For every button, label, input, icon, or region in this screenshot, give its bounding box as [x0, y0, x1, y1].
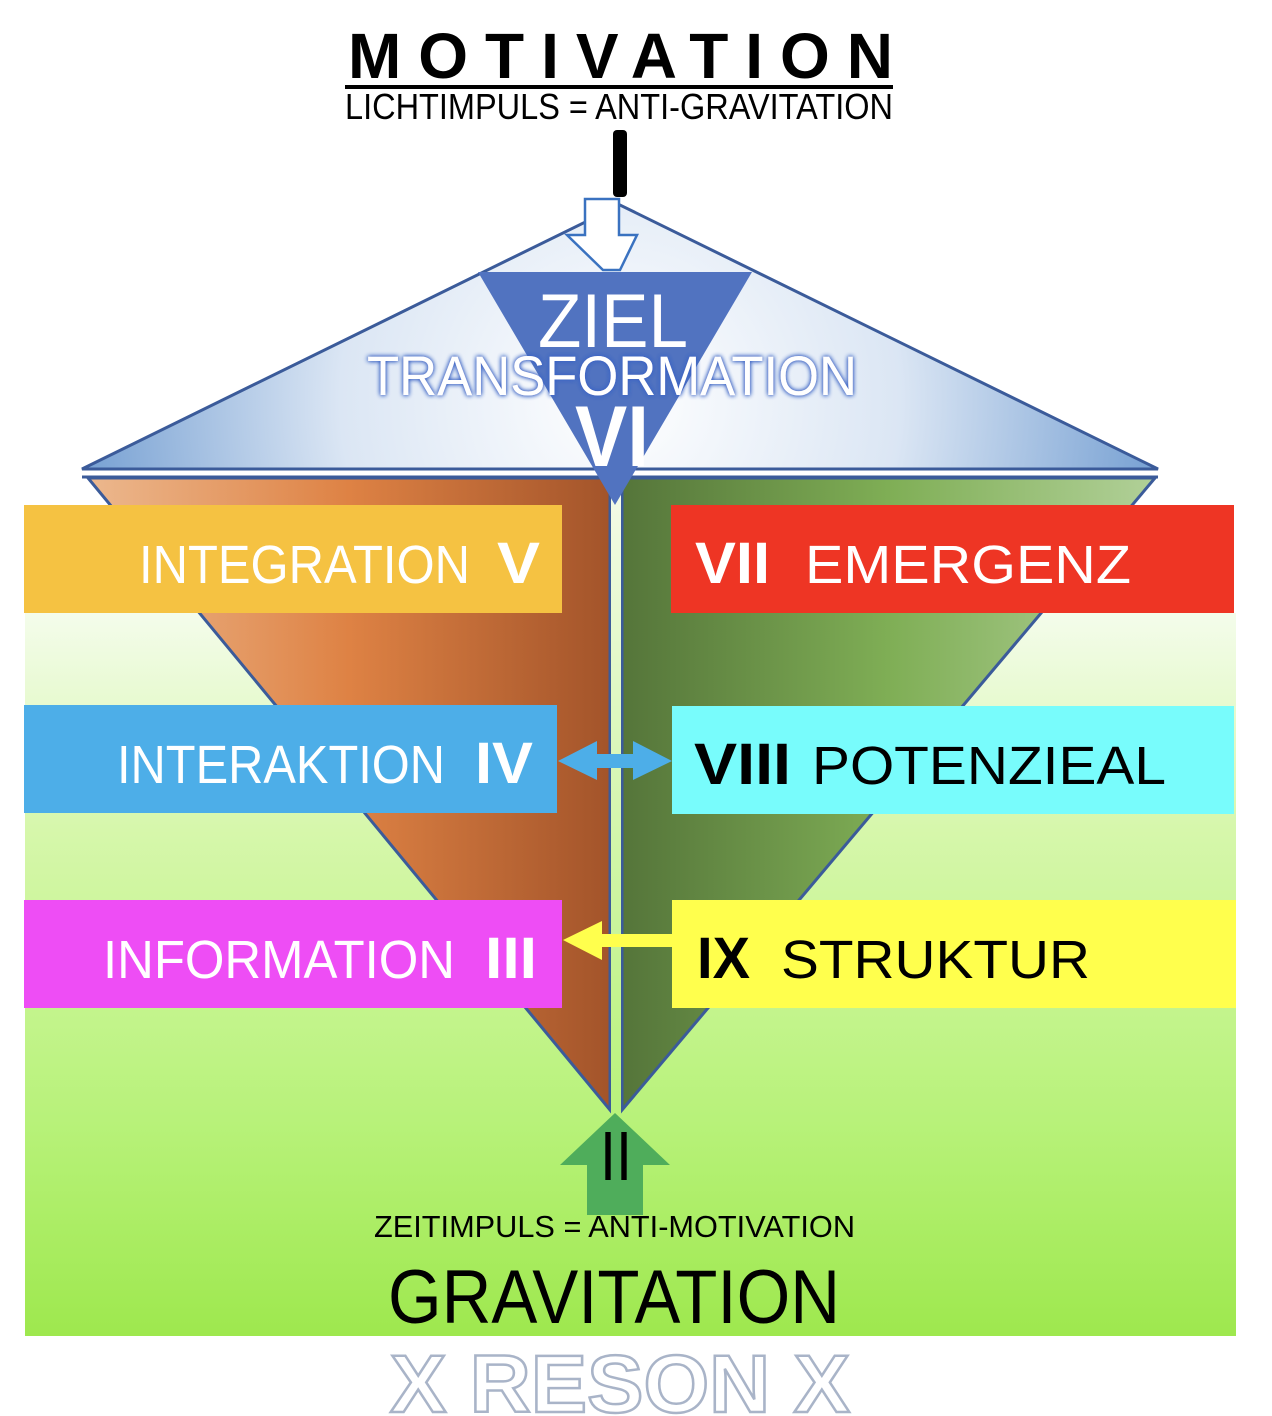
level-information: INFORMATION III	[24, 900, 562, 1008]
level-label: INTERAKTION	[117, 735, 445, 795]
footer-title: GRAVITATION	[388, 1255, 840, 1340]
level-numeral: V	[497, 531, 540, 596]
level-emergenz: VII EMERGENZ	[671, 505, 1234, 613]
level-numeral: III	[485, 926, 537, 991]
level-numeral: IX	[697, 926, 750, 991]
header-underline	[345, 85, 893, 89]
level-potenzieal: VIII POTENZIEAL	[672, 706, 1234, 814]
left-arrow-icon	[563, 921, 672, 960]
level-label: POTENZIEAL	[812, 736, 1166, 796]
light-impulse-bar	[613, 130, 627, 197]
center-axis	[611, 478, 621, 1118]
down-arrow-icon	[563, 197, 639, 272]
up-arrow-icon	[560, 1113, 670, 1215]
level-label: INFORMATION	[103, 930, 455, 990]
level-label: STRUKTUR	[781, 930, 1090, 990]
footer-subtitle: ZEITIMPULS = ANTI-MOTIVATION	[374, 1209, 855, 1244]
double-arrow-icon	[558, 741, 672, 780]
transformation-label: TRANSFORMATION	[367, 344, 857, 407]
brand-logo: X RESON X	[390, 1339, 850, 1416]
ziel-label: ZIEL	[538, 279, 688, 364]
ziel-triangle	[478, 272, 752, 505]
header-title: MOTIVATION	[348, 20, 893, 92]
level-label: INTEGRATION	[139, 535, 470, 595]
level-struktur: IX STRUKTUR	[672, 900, 1236, 1008]
level-interaktion: INTERAKTION IV	[24, 705, 557, 813]
level-numeral: VII	[695, 531, 770, 596]
header-subtitle: LICHTIMPULS = ANTI-GRAVITATION	[345, 86, 893, 127]
level-integration: INTEGRATION V	[24, 505, 562, 613]
level-numeral: VIII	[694, 732, 791, 797]
level-label: EMERGENZ	[805, 535, 1131, 595]
apex-numeral: VI	[575, 389, 649, 485]
level-numeral: IV	[475, 731, 533, 796]
footer-numeral: II	[600, 1117, 632, 1195]
